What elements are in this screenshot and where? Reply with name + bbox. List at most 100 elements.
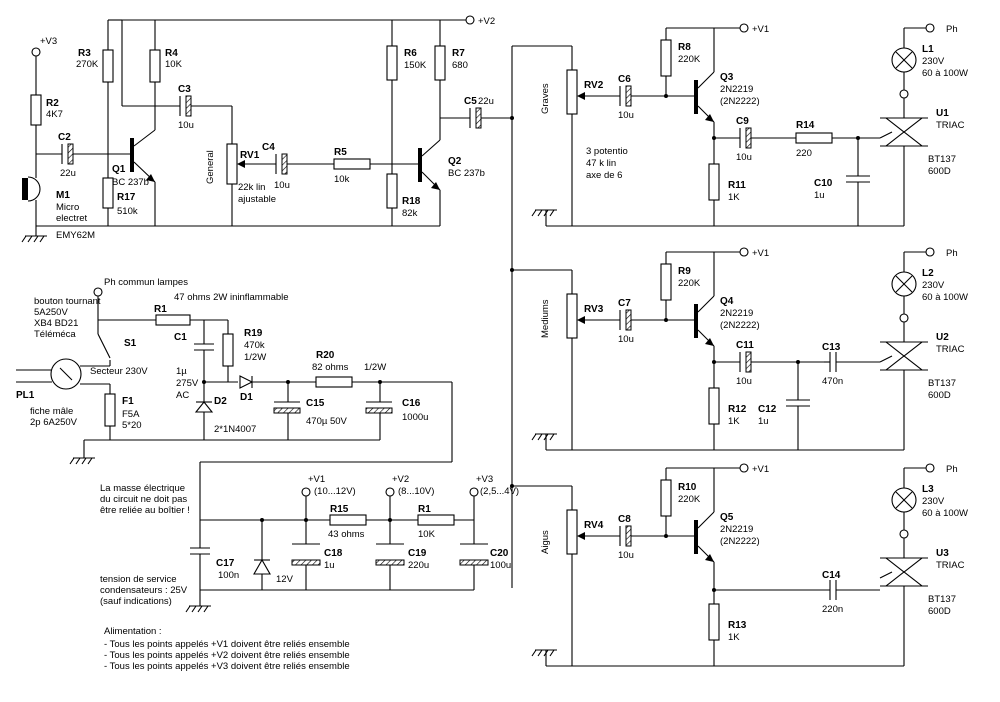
c16-ref: C16 — [402, 398, 421, 409]
r-bias-ref: R9 — [678, 266, 691, 277]
v3-label-pre: +V3 — [40, 36, 57, 47]
v3-label-psu: +V3 — [476, 474, 493, 485]
s1-ref: S1 — [124, 338, 137, 349]
c1-val2: 275V — [176, 378, 199, 389]
ph-terminal — [925, 247, 935, 257]
cap-note2: condensateurs : 25V — [100, 585, 188, 596]
rv-wiper — [577, 316, 585, 324]
rv1-val1: 22k lin — [238, 182, 265, 193]
notes-line1: - Tous les points appelés +V1 doivent êt… — [104, 639, 350, 650]
rv-wiper — [577, 532, 585, 540]
c19-val: 220u — [408, 560, 429, 571]
triac-part1: BT137 — [928, 594, 956, 605]
r-e-val: 1K — [728, 416, 740, 427]
v1-terminal — [739, 247, 749, 257]
r7-ref: R7 — [452, 48, 465, 59]
power-supply: Ph commun lampes bouton tournant 5A250V … — [16, 277, 519, 672]
f1-val1: F5A — [122, 409, 140, 420]
r5-val: 10k — [334, 174, 350, 185]
transistor-base — [694, 304, 698, 338]
c-in-capacitor — [625, 525, 632, 547]
lamp-ref: L2 — [922, 268, 934, 279]
lamp-ref: L1 — [922, 44, 934, 55]
q1-emitter-arrow — [146, 174, 155, 182]
ground — [531, 209, 558, 217]
switch-note2: 5A250V — [34, 307, 68, 318]
mic-capsule — [22, 178, 28, 200]
r3-ref: R3 — [78, 48, 91, 59]
q1-base — [130, 138, 134, 172]
ph-label: Ph — [946, 464, 958, 475]
r-emitter-resistor — [708, 163, 720, 201]
r-e-val: 1K — [728, 632, 740, 643]
v2-range: (8...10V) — [398, 486, 434, 497]
c19-capacitor — [375, 559, 405, 566]
triac-icon — [884, 557, 924, 573]
rv1-ref: RV1 — [240, 150, 260, 161]
c-sh-ref: C12 — [758, 404, 777, 415]
r-bias-resistor — [660, 479, 672, 517]
lamp-voltage: 230V — [922, 56, 945, 67]
r18-ref: R18 — [402, 196, 421, 207]
pl1-ref: PL1 — [16, 390, 35, 401]
v2-terminal-psu — [385, 487, 395, 497]
ground — [531, 649, 558, 657]
v3-terminal — [31, 47, 41, 57]
r-e-ref: R12 — [728, 404, 747, 415]
emitter-arrow — [705, 338, 714, 346]
r1-reg-val: 10K — [418, 529, 436, 540]
c-out-capacitor — [745, 127, 752, 149]
r20-resistor — [315, 376, 353, 388]
m1-ref: M1 — [56, 190, 70, 201]
c20-val: 100u — [490, 560, 511, 571]
mic-icon — [27, 176, 41, 202]
r-bias-val: 220K — [678, 494, 701, 505]
c-in-val: 10u — [618, 110, 634, 121]
r-bias-val: 220K — [678, 54, 701, 65]
q-val2: (2N2222) — [720, 320, 760, 331]
v2-label: +V2 — [478, 16, 495, 27]
c2-ref: C2 — [58, 132, 71, 143]
c4-val: 10u — [274, 180, 290, 191]
rv-ref: RV4 — [584, 520, 604, 531]
ph-terminal — [925, 23, 935, 33]
channel-name: Mediums — [540, 299, 551, 338]
d1-ref: D1 — [240, 392, 253, 403]
notes-line2: - Tous les points appelés +V2 doivent êt… — [104, 650, 350, 661]
rv-ref: RV3 — [584, 304, 604, 315]
r15-resistor — [329, 514, 367, 526]
r-series-resistor — [795, 132, 833, 144]
c-out-ref: C9 — [736, 116, 749, 127]
d2-diode — [194, 401, 214, 413]
rv1-potentiometer — [226, 143, 238, 185]
rv1-name: General — [205, 150, 216, 184]
v2-label-psu: +V2 — [392, 474, 409, 485]
v1-terminal — [739, 23, 749, 33]
switch-note4: Téléméca — [34, 329, 76, 340]
c2-val: 22u — [60, 168, 76, 179]
ground-mic — [21, 235, 48, 243]
m1-line3: EMY62M — [56, 230, 95, 241]
r1-reg-ref: R1 — [418, 504, 431, 515]
filter-channels: RV2GravesC610uR8220K+V1Q32N2219(2N2222)R… — [531, 23, 968, 667]
s1-switch[interactable] — [97, 333, 111, 359]
r17-val: 510k — [117, 206, 138, 217]
v1-label: +V1 — [752, 24, 769, 35]
rv-potentiometer — [566, 509, 578, 555]
q-val1: 2N2219 — [720, 524, 753, 535]
c16-val: 1000u — [402, 412, 428, 423]
triac-ref: U3 — [936, 548, 949, 559]
rv-potentiometer — [566, 293, 578, 339]
triac-icon — [884, 117, 924, 133]
rv-wiper — [577, 92, 585, 100]
ground — [531, 433, 558, 441]
transistor-base — [694, 520, 698, 554]
r3-resistor — [102, 49, 114, 83]
c-in-val: 10u — [618, 550, 634, 561]
r20-watt: 1/2W — [364, 362, 386, 373]
channel-aigus: RV4AigusC810uR10220K+V1Q52N2219(2N2222)R… — [531, 463, 968, 667]
r-s-ref: R14 — [796, 120, 815, 131]
c-sh-val: 1u — [758, 416, 769, 427]
v1-label: +V1 — [752, 464, 769, 475]
r5-resistor — [333, 158, 371, 170]
